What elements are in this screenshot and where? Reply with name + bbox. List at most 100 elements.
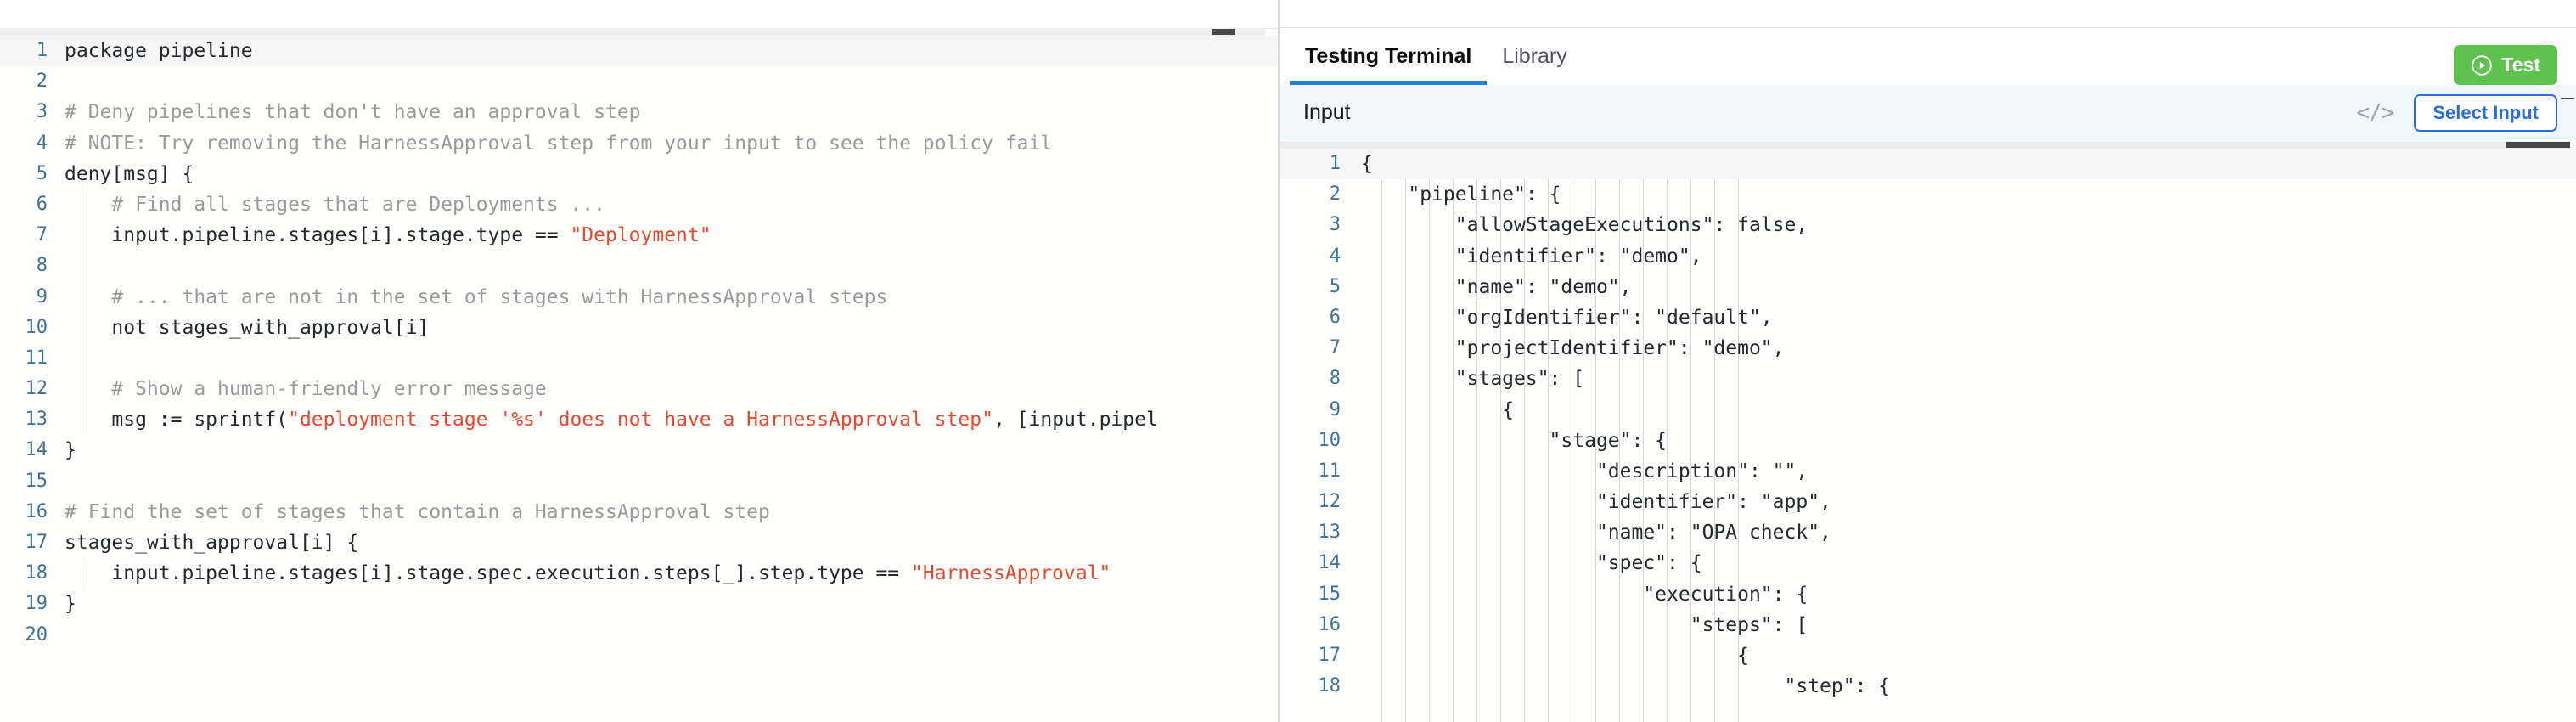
- line-number: 12: [25, 378, 48, 400]
- token-string: "HarnessApproval": [911, 562, 1111, 585]
- json-text: "steps": [: [1361, 613, 1808, 636]
- code-brackets-icon[interactable]: </>: [2356, 99, 2394, 126]
- json-line[interactable]: 6 "orgIdentifier": "default",: [1280, 302, 2576, 333]
- code-line[interactable]: 12 # Show a human-friendly error message: [0, 374, 1278, 405]
- code-line[interactable]: 8: [0, 251, 1278, 282]
- token-plain: not stages_with_approval[i]: [65, 316, 430, 339]
- code-line[interactable]: 4# NOTE: Try removing the HarnessApprova…: [0, 128, 1278, 159]
- code-text: }: [65, 589, 76, 619]
- json-line[interactable]: 3 "allowStageExecutions": false,: [1280, 210, 2576, 240]
- line-number: 11: [1318, 460, 1341, 482]
- json-line[interactable]: 7 "projectIdentifier": "demo",: [1280, 333, 2576, 364]
- code-text: # NOTE: Try removing the HarnessApproval…: [65, 128, 1052, 159]
- json-line[interactable]: 9 {: [1280, 395, 2576, 426]
- input-horizontal-scrollbar[interactable]: [1280, 141, 2570, 149]
- line-number: 8: [36, 255, 48, 277]
- code-text: # Show a human-friendly error message: [65, 374, 547, 404]
- tab-library[interactable]: Library: [1487, 28, 1582, 85]
- terminal-top-divider: [1280, 27, 2576, 28]
- json-line[interactable]: 17 {: [1280, 640, 2576, 671]
- test-button-label: Test: [2501, 54, 2540, 76]
- code-line[interactable]: 14}: [0, 435, 1278, 465]
- input-label: Input: [1303, 100, 1351, 124]
- json-line[interactable]: 14 "spec": {: [1280, 548, 2576, 578]
- line-number: 1: [36, 40, 48, 61]
- code-text: }: [65, 435, 76, 465]
- json-text: "identifier": "demo",: [1361, 245, 1702, 268]
- input-scrollbar-thumb[interactable]: [2506, 142, 2570, 148]
- code-line[interactable]: 7 input.pipeline.stages[i].stage.type ==…: [0, 220, 1278, 251]
- test-button[interactable]: Test: [2454, 45, 2557, 85]
- code-line[interactable]: 20: [0, 620, 1278, 651]
- input-json-area[interactable]: 1{2 "pipeline": {3 "allowStageExecutions…: [1280, 149, 2576, 722]
- code-line[interactable]: 19}: [0, 589, 1278, 619]
- code-text: deny[msg] {: [65, 159, 194, 189]
- json-line[interactable]: 18 "step": {: [1280, 671, 2576, 702]
- code-line[interactable]: 3# Deny pipelines that don't have an app…: [0, 97, 1278, 127]
- json-line[interactable]: 12 "identifier": "app",: [1280, 487, 2576, 517]
- json-text: "stage": {: [1361, 429, 1668, 452]
- editor-horizontal-scrollbar[interactable]: [0, 28, 1265, 36]
- terminal-tabs: Testing Terminal Library: [1280, 28, 2576, 85]
- token-plain: stages_with_approval[i] {: [65, 532, 359, 554]
- line-number: 16: [25, 500, 48, 522]
- panel-resize-handle[interactable]: [2561, 98, 2574, 99]
- code-line[interactable]: 13 msg := sprintf("deployment stage '%s'…: [0, 404, 1278, 436]
- line-number: 10: [25, 316, 48, 338]
- token-string: "Deployment": [570, 224, 711, 247]
- line-number: 20: [25, 623, 48, 646]
- line-number: 8: [1329, 368, 1341, 390]
- line-number: 13: [1318, 522, 1341, 544]
- code-text: msg := sprintf("deployment stage '%s' do…: [65, 404, 1158, 435]
- json-line[interactable]: 5 "name": "demo",: [1280, 272, 2576, 302]
- line-number: 18: [1318, 675, 1341, 697]
- code-line[interactable]: 18 input.pipeline.stages[i].stage.spec.e…: [0, 558, 1278, 589]
- code-line[interactable]: 6 # Find all stages that are Deployments…: [0, 189, 1278, 221]
- code-line[interactable]: 10 not stages_with_approval[i]: [0, 312, 1278, 343]
- token-comment: # Find all stages that are Deployments .…: [65, 193, 605, 216]
- pane-splitter[interactable]: [1278, 0, 1280, 722]
- line-number: 7: [36, 224, 48, 246]
- code-line[interactable]: 11: [0, 342, 1278, 375]
- tab-library-label: Library: [1502, 44, 1567, 68]
- line-number: 11: [25, 347, 48, 369]
- json-line[interactable]: 13 "name": "OPA check",: [1280, 517, 2576, 548]
- token-comment: # Find the set of stages that contain a …: [65, 500, 770, 523]
- code-line[interactable]: 2: [0, 66, 1278, 97]
- token-plain: , [input.pipel: [993, 409, 1158, 432]
- line-number: 15: [1318, 583, 1341, 605]
- line-number: 3: [36, 101, 48, 123]
- select-input-button[interactable]: Select Input: [2414, 93, 2557, 132]
- line-number: 10: [1318, 429, 1341, 451]
- json-line[interactable]: 1{: [1280, 149, 2576, 180]
- json-text: "identifier": "app",: [1361, 491, 1831, 514]
- json-line[interactable]: 2 "pipeline": {: [1280, 179, 2576, 210]
- line-number: 3: [1329, 214, 1341, 236]
- token-plain: }: [65, 593, 76, 616]
- code-line[interactable]: 9 # ... that are not in the set of stage…: [0, 281, 1278, 313]
- line-number: 12: [1318, 491, 1341, 513]
- json-line[interactable]: 4 "identifier": "demo",: [1280, 241, 2576, 272]
- json-text: {: [1361, 153, 1373, 175]
- json-line[interactable]: 10 "stage": {: [1280, 426, 2576, 456]
- editor-scrollbar-thumb[interactable]: [1212, 29, 1235, 35]
- token-comment: # Show a human-friendly error message: [65, 378, 547, 401]
- code-line[interactable]: 15: [0, 466, 1278, 497]
- json-line[interactable]: 8 "stages": [: [1280, 364, 2576, 394]
- token-plain: input.pipeline.stages[i].stage.type ==: [65, 224, 571, 247]
- token-comment: # ... that are not in the set of stages …: [65, 285, 888, 308]
- json-line[interactable]: 15 "execution": {: [1280, 579, 2576, 610]
- json-text: "description": "",: [1361, 460, 1808, 482]
- json-line[interactable]: 16 "steps": [: [1280, 610, 2576, 640]
- line-number: 1: [1329, 153, 1341, 174]
- json-line[interactable]: 11 "description": "",: [1280, 456, 2576, 487]
- json-text: "stages": [: [1361, 368, 1585, 391]
- line-number: 5: [1329, 275, 1341, 297]
- tab-testing-terminal[interactable]: Testing Terminal: [1290, 28, 1488, 85]
- code-line[interactable]: 16 # Find the set of stages that contain …: [0, 497, 1278, 527]
